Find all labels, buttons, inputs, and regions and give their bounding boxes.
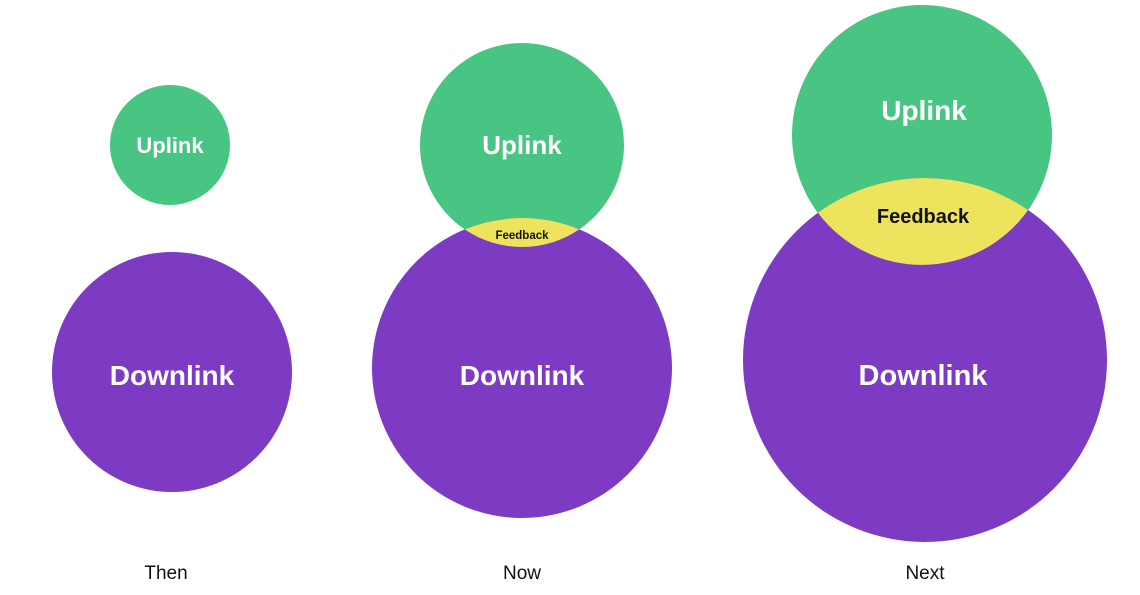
uplink-circle-now: [420, 43, 624, 247]
downlink-circle-next: [743, 178, 1107, 542]
downlink-label-next: Downlink: [859, 360, 989, 392]
venn-stage-next: Uplink Feedback Downlink Next: [743, 5, 1107, 584]
feedback-label-next: Feedback: [877, 206, 970, 228]
uplink-label-now: Uplink: [482, 130, 562, 160]
venn-stage-then: Uplink Downlink Then: [52, 85, 292, 584]
downlink-label-then: Downlink: [110, 360, 235, 391]
stage-label-next: Next: [905, 563, 945, 584]
feedback-overlap-now: [464, 218, 580, 248]
uplink-label-then: Uplink: [136, 133, 204, 158]
feedback-label-now: Feedback: [495, 230, 549, 242]
feedback-overlap-next: [817, 177, 1029, 265]
downlink-label-now: Downlink: [460, 360, 585, 391]
stage-label-now: Now: [503, 563, 541, 584]
downlink-circle-then: [52, 252, 292, 492]
venn-stage-now: Uplink Feedback Downlink Now: [372, 43, 672, 584]
stage-label-then: Then: [144, 563, 187, 584]
downlink-circle-now: [372, 218, 672, 518]
uplink-circle-then: [110, 85, 230, 205]
uplink-label-next: Uplink: [881, 95, 967, 126]
